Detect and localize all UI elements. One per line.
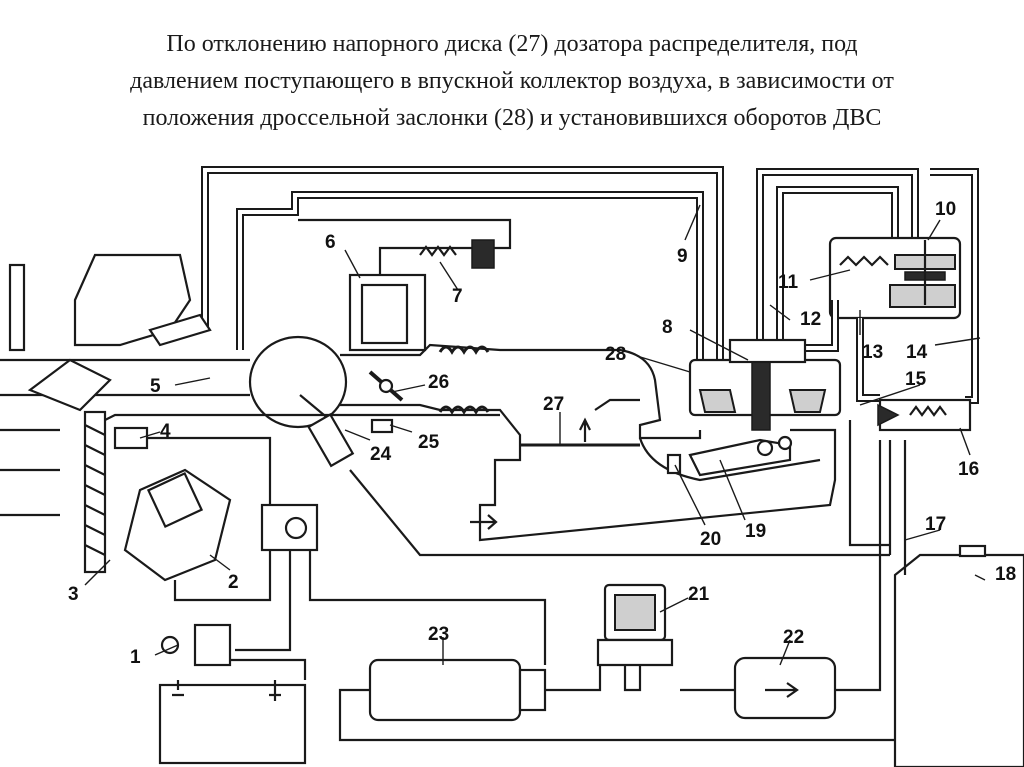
label-23: 23 — [428, 624, 449, 645]
title-line-3: положения дроссельной заслонки (28) и ус… — [142, 105, 882, 131]
engine-head — [0, 253, 250, 517]
leader-lines — [84, 204, 986, 666]
label-22: 22 — [783, 627, 804, 648]
fuel-tank — [848, 420, 1024, 767]
label-3: 3 — [68, 584, 79, 605]
label-8: 8 — [662, 317, 673, 338]
label-9: 9 — [677, 246, 688, 267]
warm-up-regulator — [828, 236, 962, 320]
label-25: 25 — [418, 432, 440, 453]
label-16: 16 — [958, 459, 979, 480]
label-20: 20 — [700, 529, 721, 550]
fuel-accumulator — [596, 583, 674, 692]
label-13: 13 — [862, 342, 883, 363]
bellows — [438, 345, 490, 415]
pressure-regulator — [877, 398, 972, 432]
label-7: 7 — [452, 286, 463, 307]
fuel-distributor — [688, 338, 842, 431]
ignition-and-battery — [158, 623, 307, 765]
auxiliary-air-valve — [298, 218, 512, 352]
label-14: 14 — [906, 342, 928, 363]
label-19: 19 — [745, 521, 766, 542]
fuel-filter — [680, 440, 882, 720]
title-line-2: давлением поступающего в впускной коллек… — [130, 68, 894, 94]
label-10: 10 — [935, 199, 956, 220]
ignition-distributor — [123, 468, 547, 665]
label-4: 4 — [160, 421, 171, 442]
label-26: 26 — [428, 372, 449, 393]
label-24: 24 — [370, 444, 392, 465]
throttle-body — [248, 335, 404, 434]
label-11: 11 — [778, 272, 799, 293]
label-17: 17 — [925, 514, 946, 535]
label-21: 21 — [688, 584, 710, 605]
page-title: По отклонению напорного диска (27) дозат… — [0, 26, 1024, 137]
label-6: 6 — [325, 232, 336, 253]
title-line-1: По отклонению напорного диска (27) дозат… — [166, 31, 858, 57]
label-12: 12 — [800, 309, 821, 330]
thermo-time-switch — [83, 410, 500, 574]
label-28: 28 — [605, 344, 626, 365]
label-18: 18 — [995, 564, 1016, 585]
label-2: 2 — [228, 572, 239, 593]
fuel-pump — [338, 658, 895, 742]
label-5: 5 — [150, 376, 161, 397]
sensor-lever — [666, 435, 793, 477]
top-fuel-lines — [201, 166, 979, 404]
label-15: 15 — [905, 369, 927, 390]
label-1: 1 — [130, 647, 141, 668]
label-27: 27 — [543, 394, 564, 415]
callout-labels: 1 2 3 4 5 6 7 8 9 10 11 12 13 14 15 16 1… — [68, 199, 1016, 668]
